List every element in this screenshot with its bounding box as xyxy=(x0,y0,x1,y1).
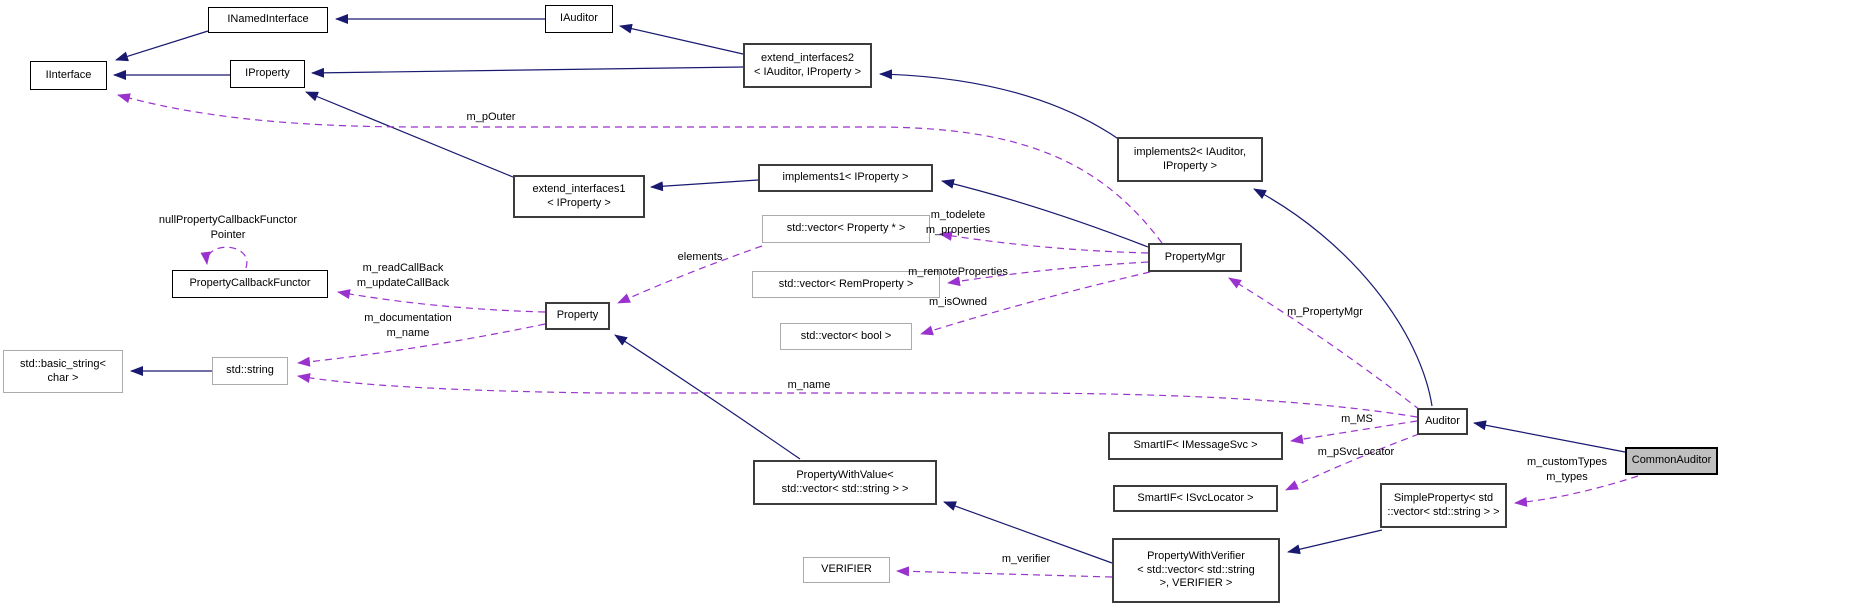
node-std-vector-property-ptr: std::vector< Property * > xyxy=(762,215,930,243)
node-inamedinterface[interactable]: INamedInterface xyxy=(208,7,328,33)
edge-inherit-implements2-extendinterfaces2 xyxy=(879,69,1121,141)
node-commonauditor: CommonAuditor xyxy=(1625,447,1718,475)
edge-inherit-commonauditor-auditor xyxy=(1473,420,1626,453)
node-smartif-isvclocator[interactable]: SmartIF< ISvcLocator > xyxy=(1113,485,1278,512)
edge-usage-propertycallbackfunctor-selfloop xyxy=(200,246,248,269)
edge-inherit-extendinterfaces2-iproperty xyxy=(311,66,744,78)
node-std-vector-remproperty: std::vector< RemProperty > xyxy=(752,271,940,298)
edge-label-m-customtypes-m-types: m_customTypes m_types xyxy=(1526,456,1608,483)
node-simpleproperty[interactable]: SimpleProperty< std ::vector< std::strin… xyxy=(1380,483,1507,528)
edge-label-nullpropertycallbackfunctor-pointer: nullPropertyCallbackFunctor Pointer xyxy=(158,214,298,241)
node-propertymgr[interactable]: PropertyMgr xyxy=(1148,243,1242,272)
edge-label-m-ms: m_MS xyxy=(1341,413,1373,425)
node-std-basic-string: std::basic_string< char > xyxy=(3,350,123,393)
edge-usage-property-propertycallbackfunctor xyxy=(337,289,546,313)
edge-label-m-psvclocator: m_pSvcLocator xyxy=(1317,446,1395,458)
edge-usage-property-stdstring xyxy=(297,323,546,367)
edge-usage-propertymgr-vectorbool xyxy=(920,271,1151,336)
edge-label-m-name: m_name xyxy=(787,379,831,391)
edge-usage-propertymgr-vectorremproperty xyxy=(947,261,1149,287)
node-extend-interfaces2[interactable]: extend_interfaces2 < IAuditor, IProperty… xyxy=(743,43,872,88)
edge-usage-auditor-stdstring-mname xyxy=(297,373,1418,418)
edge-usage-vectorproperty-property-elements xyxy=(617,245,763,304)
edge-label-m-propertymgr: m_PropertyMgr xyxy=(1287,306,1363,318)
edge-usage-auditor-propertymgr xyxy=(1228,277,1421,411)
edge-label-m-todelete-m-properties: m_todelete m_properties xyxy=(925,209,991,236)
edge-inherit-auditor-implements2 xyxy=(1253,188,1433,407)
node-propertywithverifier[interactable]: PropertyWithVerifier < std::vector< std:… xyxy=(1112,538,1280,603)
edge-inherit-propertywithvalue-property xyxy=(614,334,801,460)
edge-label-elements: elements xyxy=(677,251,723,263)
edge-inherit-simpleproperty-propertywithverifier xyxy=(1287,529,1383,555)
node-verifier: VERIFIER xyxy=(803,557,890,583)
edge-usage-commonauditor-simpleproperty xyxy=(1514,475,1639,507)
node-property[interactable]: Property xyxy=(545,302,610,330)
edge-label-m-verifier: m_verifier xyxy=(1001,553,1051,565)
node-iauditor[interactable]: IAuditor xyxy=(545,5,613,33)
edge-usage-auditor-smartif-isvclocator xyxy=(1285,433,1420,491)
edge-label-m-documentation-m-name: m_documentation m_name xyxy=(364,312,452,339)
edge-inherit-inamedinterface-iinterface xyxy=(115,30,209,62)
edge-usage-propertymgr-iinterface-mpouter xyxy=(117,93,1163,244)
edge-usage-propertymgr-vectorproperty xyxy=(939,230,1149,254)
node-auditor[interactable]: Auditor xyxy=(1417,408,1468,435)
edge-inherit-propertymgr-implements1 xyxy=(941,178,1149,248)
node-std-string: std::string xyxy=(212,357,288,385)
edge-usage-auditor-smartif-imessagesvc xyxy=(1290,420,1418,445)
edge-usage-propertywithverifier-verifier xyxy=(896,566,1113,578)
edge-inherit-propertywithverifier-propertywithvalue xyxy=(943,501,1113,564)
edge-inherit-extendinterfaces1-iproperty xyxy=(305,91,514,178)
node-propertycallbackfunctor[interactable]: PropertyCallbackFunctor xyxy=(172,270,328,298)
node-implements1[interactable]: implements1< IProperty > xyxy=(758,164,933,192)
node-propertywithvalue[interactable]: PropertyWithValue< std::vector< std::str… xyxy=(753,460,937,505)
edge-label-m-isowned: m_isOwned xyxy=(928,296,988,308)
edge-label-m-readcallback-m-updatecallback: m_readCallBack m_updateCallBack xyxy=(356,262,450,289)
node-iproperty[interactable]: IProperty xyxy=(230,60,305,88)
edge-label-m-pouter: m_pOuter xyxy=(466,111,516,123)
edge-inherit-implements1-extendinterfaces1 xyxy=(650,179,759,192)
edge-label-m-remoteproperties: m_remoteProperties xyxy=(908,266,1008,278)
edge-inherit-extendinterfaces2-iauditor xyxy=(619,23,744,55)
node-std-vector-bool: std::vector< bool > xyxy=(780,323,912,350)
node-implements2[interactable]: implements2< IAuditor, IProperty > xyxy=(1117,137,1263,182)
node-iinterface[interactable]: IInterface xyxy=(30,61,107,90)
node-smartif-imessagesvc[interactable]: SmartIF< IMessageSvc > xyxy=(1108,432,1283,460)
node-extend-interfaces1[interactable]: extend_interfaces1 < IProperty > xyxy=(513,175,645,218)
